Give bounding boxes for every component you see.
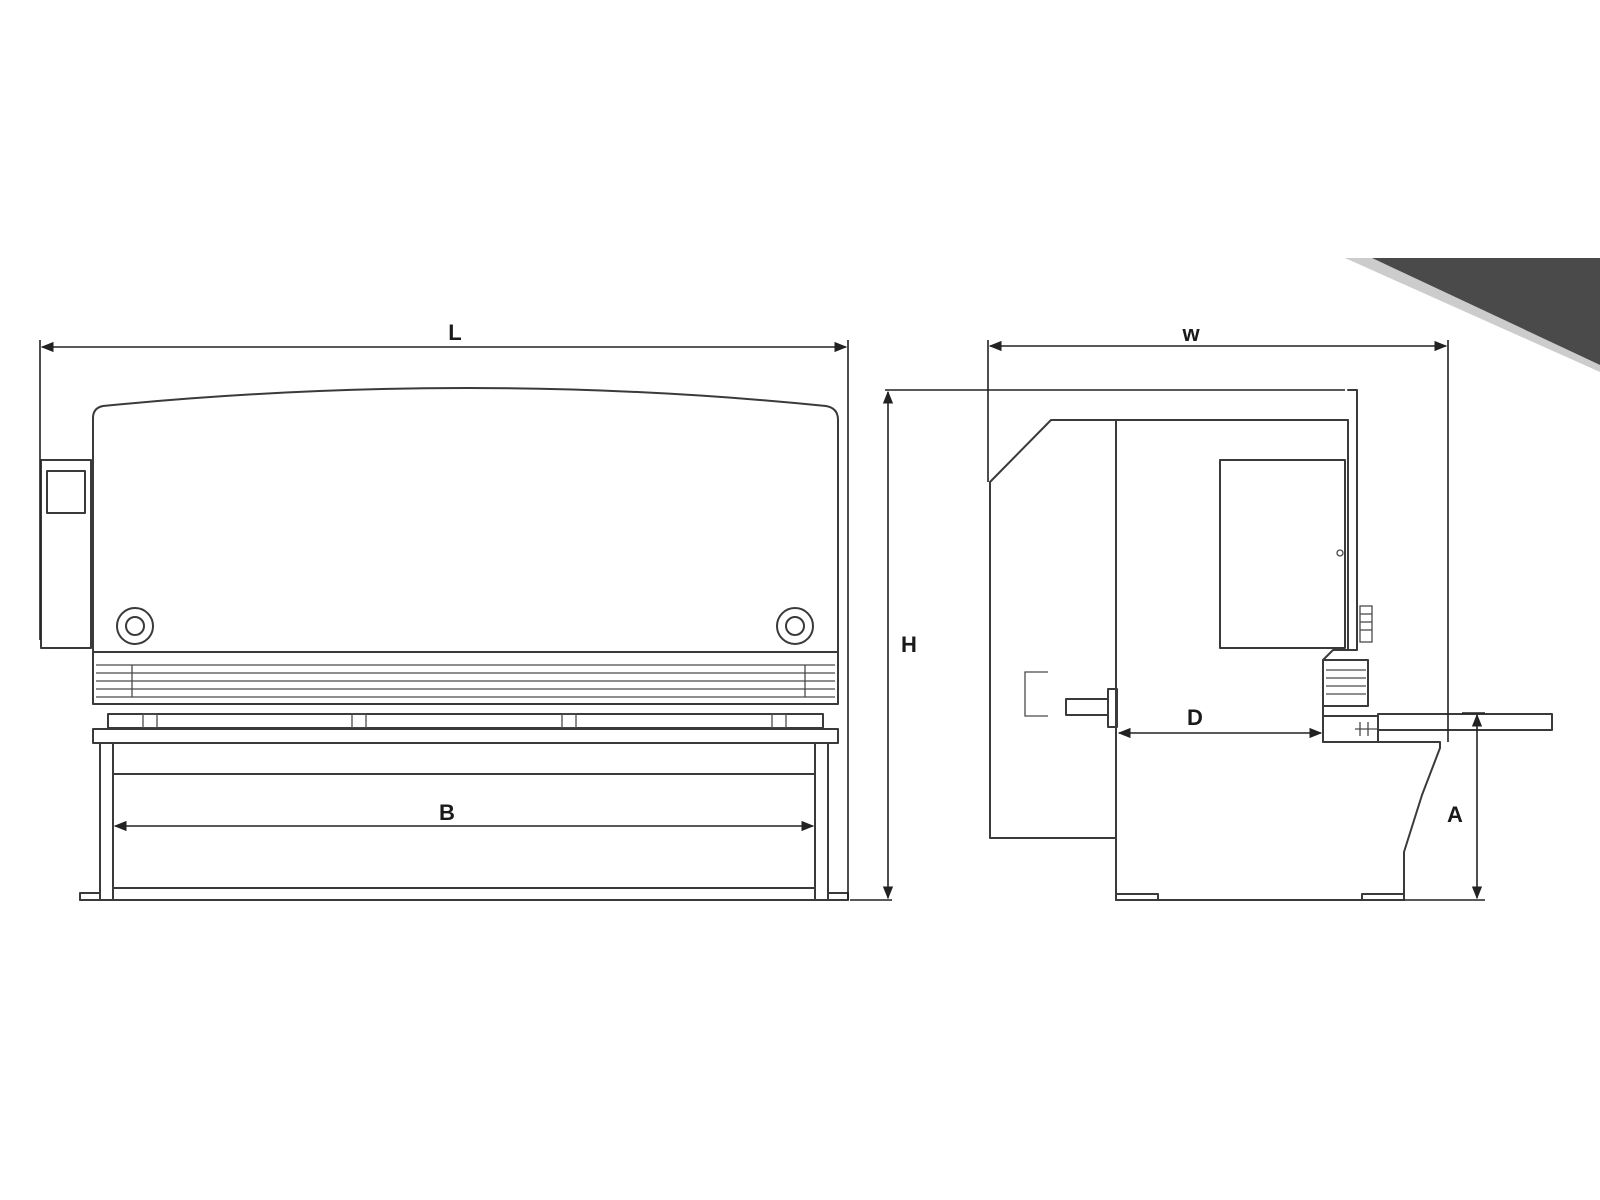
label-length: L: [448, 320, 461, 345]
back-gauge-plate: [1107, 688, 1118, 728]
back-gauge-bracket: [1024, 671, 1048, 717]
dimension-bed: B: [113, 800, 815, 832]
front-table: [92, 728, 839, 744]
control-pendant: [40, 459, 92, 649]
label-table: A: [1447, 802, 1463, 827]
right-hand-wheel-inner: [785, 616, 805, 636]
side-cabinet: [1219, 459, 1346, 649]
side-top-beam: [1347, 389, 1358, 651]
dimension-throat: D: [1117, 705, 1323, 739]
die-holder: [107, 713, 824, 729]
side-main-frame: [1115, 419, 1441, 901]
die-clamp: [142, 713, 158, 729]
dimension-length: L: [39, 320, 849, 900]
side-rear-frame: [989, 419, 1117, 839]
side-front-foot: [1361, 893, 1405, 901]
back-gauge-rod: [1065, 698, 1109, 716]
corner-band-fade: [1345, 258, 1600, 372]
dimension-table: A: [1404, 712, 1485, 901]
die-clamp: [771, 713, 787, 729]
side-ram: [1322, 659, 1369, 707]
left-hand-wheel: [116, 607, 154, 645]
front-upper-housing: [92, 387, 839, 653]
left-foot: [79, 892, 101, 901]
label-height: H: [901, 632, 917, 657]
control-display: [46, 470, 86, 514]
right-hand-wheel: [776, 607, 814, 645]
dimension-height: H: [850, 389, 1345, 901]
side-view: [989, 389, 1553, 901]
side-gauge: [1359, 605, 1373, 643]
sheet-support-arm: [1377, 713, 1553, 731]
dimension-width: w: [987, 321, 1449, 742]
ram-beam: [92, 651, 839, 705]
right-foot: [827, 892, 849, 901]
cabinet-lock-icon: [1336, 549, 1344, 557]
label-bed: B: [439, 800, 455, 825]
die-clamp: [561, 713, 577, 729]
label-width: w: [1181, 321, 1200, 346]
side-rear-foot: [1115, 893, 1159, 901]
die-clamp: [351, 713, 367, 729]
front-view: [40, 387, 849, 901]
left-hand-wheel-inner: [125, 616, 145, 636]
label-throat: D: [1187, 705, 1203, 730]
